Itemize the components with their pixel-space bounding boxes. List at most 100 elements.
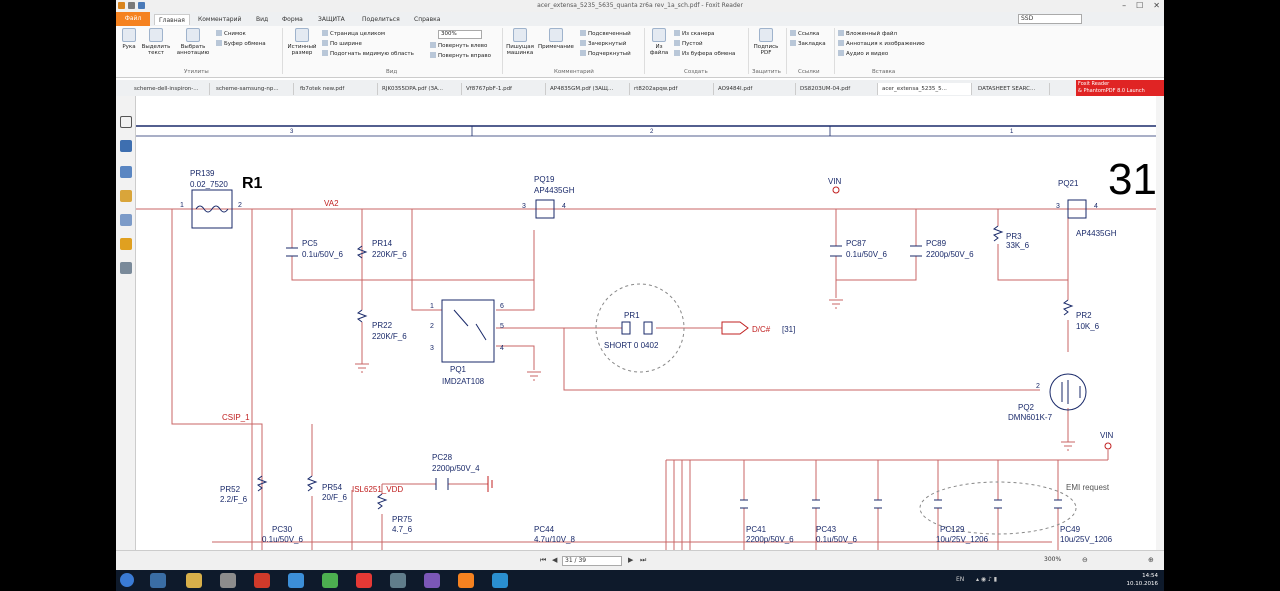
doc-tab-active[interactable]: acer_extensa_5235_5... xyxy=(878,83,972,95)
doc-tab[interactable]: DS8203UM-04.pdf xyxy=(796,83,878,95)
select-annotation-button[interactable]: Выбрать аннотацию xyxy=(174,28,212,56)
search-input[interactable]: SSD xyxy=(1018,14,1082,24)
tab-home[interactable]: Главная xyxy=(154,14,190,25)
from-clipboard-button[interactable]: Из буфера обмена xyxy=(674,50,735,57)
lock-icon[interactable] xyxy=(120,238,132,250)
blank-button[interactable]: Пустой xyxy=(674,40,703,47)
tab-comment[interactable]: Комментарий xyxy=(198,16,242,23)
tray-icons[interactable]: ▴ ◉ ♪ ▮ xyxy=(976,576,998,583)
fit-page-button[interactable]: Страница целиком xyxy=(322,30,385,37)
image-annotation-button[interactable]: Аннотация к изображению xyxy=(838,40,925,47)
rotate-right-button[interactable]: Повернуть вправо xyxy=(430,52,491,59)
promo-banner[interactable]: Foxit Reader& PhantomPDF 8.0 Launch xyxy=(1076,80,1164,96)
doc-tab[interactable]: AP4835GM.pdf (ЗАЩ... xyxy=(546,83,630,95)
fit-width-button[interactable]: По ширине xyxy=(322,40,362,47)
chrome-icon[interactable] xyxy=(322,573,338,588)
tools-icon[interactable] xyxy=(120,262,132,274)
underline-button[interactable]: Подчеркнутый xyxy=(580,50,631,57)
group-protect-label: Защитить xyxy=(752,69,781,75)
page-thumbnail-icon[interactable] xyxy=(120,116,132,128)
globe-icon[interactable] xyxy=(288,573,304,588)
tab-file[interactable]: Файл xyxy=(116,12,150,26)
val-pr1: SHORT 0 0402 xyxy=(604,341,659,350)
folder-icon[interactable] xyxy=(186,573,202,588)
doc-tab[interactable]: scheme-samsung-np... xyxy=(212,83,294,95)
status-bar: ⏮ ◀ 31 / 39 ▶ ⏭ 300% ⊖ ⊕ xyxy=(116,550,1164,570)
minimize-icon[interactable]: – xyxy=(1122,1,1127,10)
opera-icon[interactable] xyxy=(254,573,270,588)
ie-icon[interactable] xyxy=(150,573,166,588)
language-indicator[interactable]: EN xyxy=(956,576,965,583)
page-number-input[interactable]: 31 / 39 xyxy=(562,556,622,566)
from-scanner-button[interactable]: Из сканера xyxy=(674,30,714,37)
start-button[interactable] xyxy=(120,573,134,587)
zoom-out-icon[interactable]: ⊖ xyxy=(1082,556,1088,564)
doc-tab[interactable]: fb7otek new.pdf xyxy=(296,83,378,95)
tab-share[interactable]: Поделиться xyxy=(362,16,400,23)
val-pr54: 20/F_6 xyxy=(322,493,347,502)
fit-visible-button[interactable]: Подогнать видимую область xyxy=(322,50,414,57)
zoom-level[interactable]: 300% xyxy=(1044,556,1062,563)
bookmark-button[interactable]: Закладка xyxy=(790,40,826,47)
sign-pdf-button[interactable]: Подпись PDF xyxy=(750,28,782,56)
typewriter-button[interactable]: Пишущая машинка xyxy=(504,28,536,56)
close-icon[interactable]: ✕ xyxy=(1153,1,1160,10)
foxit-taskbar-icon[interactable] xyxy=(458,573,474,588)
ref-pq2: PQ2 xyxy=(1018,403,1035,412)
actual-size-button[interactable]: Истинный размер xyxy=(284,28,320,56)
highlight-button[interactable]: Подсвеченный xyxy=(580,30,631,37)
select-text-button[interactable]: Выделить текст xyxy=(140,28,172,56)
zoom-input[interactable]: 300% xyxy=(438,30,482,39)
ref-pq21: PQ21 xyxy=(1058,179,1079,188)
media-player-icon[interactable] xyxy=(220,573,236,588)
doc-tab[interactable]: RJK0355DPA.pdf (ЗА... xyxy=(378,83,462,95)
pdf-file-icon xyxy=(652,28,666,42)
yandex-icon[interactable] xyxy=(356,573,372,588)
bookmark-panel-icon[interactable] xyxy=(120,140,132,152)
note-button[interactable]: Примечание xyxy=(536,28,576,50)
ref-pr54: PR54 xyxy=(322,483,343,492)
clipboard-button[interactable]: Буфер обмена xyxy=(216,40,266,47)
tab-view[interactable]: Вид xyxy=(256,16,269,23)
doc-tab[interactable]: scheme-dell-inspiron-... xyxy=(130,83,210,95)
val-pc89: 2200p/50V_6 xyxy=(926,250,974,259)
print-icon[interactable] xyxy=(138,2,145,9)
tab-help[interactable]: Справка xyxy=(414,16,441,23)
note-label: Примечание xyxy=(538,44,574,50)
doc-tab[interactable]: DATASHEET SEARC... xyxy=(974,83,1050,95)
last-page-icon[interactable]: ⏭ xyxy=(640,556,647,564)
next-page-icon[interactable]: ▶ xyxy=(628,556,634,564)
divider xyxy=(748,28,749,74)
zoom-in-icon[interactable]: ⊕ xyxy=(1148,556,1154,564)
save-icon[interactable] xyxy=(128,2,135,9)
maximize-icon[interactable]: ☐ xyxy=(1136,1,1144,10)
hand-tool-button[interactable]: Рука xyxy=(118,28,140,50)
doc-tab[interactable]: Vf8767pbF-1.pdf xyxy=(462,83,546,95)
audio-video-button[interactable]: Аудио и видео xyxy=(838,50,888,57)
strikeout-button[interactable]: Зачеркнутый xyxy=(580,40,626,47)
tab-protect[interactable]: ЗАЩИТА xyxy=(318,16,345,23)
link-button[interactable]: Ссылка xyxy=(790,30,819,37)
skype-icon[interactable] xyxy=(492,573,508,588)
document-view[interactable]: 3 2 1 31 PR139 0.02_7520 R1 VA2 PQ19 AP4… xyxy=(136,96,1160,550)
doc-tab[interactable]: AO9484I.pdf xyxy=(714,83,796,95)
viber-icon[interactable] xyxy=(424,573,440,588)
ref-pr3: PR3 xyxy=(1006,232,1022,241)
tab-form[interactable]: Форма xyxy=(282,16,303,23)
from-file-button[interactable]: Из файла xyxy=(646,28,672,56)
attachment-panel-icon[interactable] xyxy=(120,214,132,226)
vertical-scrollbar[interactable] xyxy=(1156,96,1164,550)
note-emi: EMI request xyxy=(1066,483,1110,492)
attachment-button[interactable]: Вложенный файл xyxy=(838,30,897,37)
layers-icon[interactable] xyxy=(120,166,132,178)
schematic-page: 3 2 1 31 PR139 0.02_7520 R1 VA2 PQ19 AP4… xyxy=(136,125,1160,550)
rotate-left-button[interactable]: Повернуть влево xyxy=(430,42,487,49)
app-icon[interactable] xyxy=(390,573,406,588)
comments-icon[interactable] xyxy=(120,190,132,202)
prev-page-icon[interactable]: ◀ xyxy=(552,556,558,564)
first-page-icon[interactable]: ⏮ xyxy=(540,556,547,564)
doc-tab[interactable]: rt8202apqw.pdf xyxy=(630,83,714,95)
snapshot-button[interactable]: Снимок xyxy=(216,30,246,37)
